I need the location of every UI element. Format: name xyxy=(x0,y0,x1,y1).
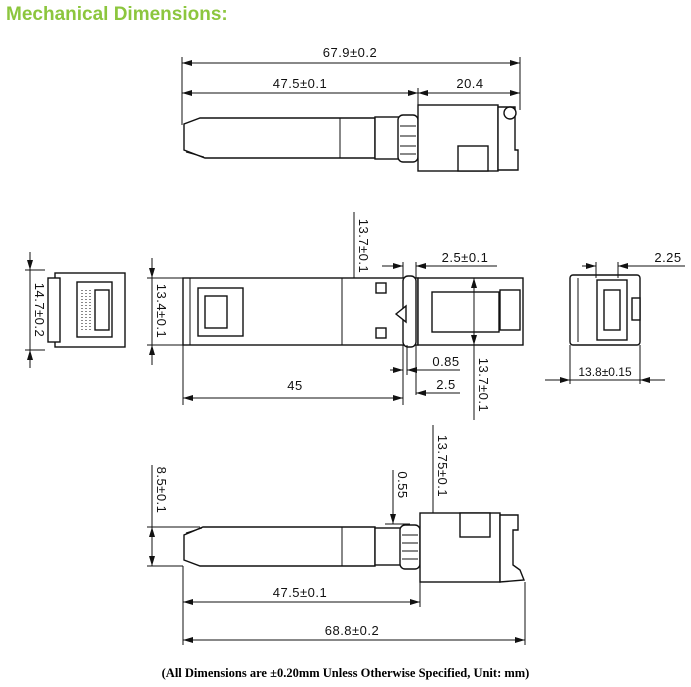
dim-label-overall-length: 67.9±0.2 xyxy=(323,45,378,60)
dim-label-head-length: 20.4 xyxy=(456,76,483,91)
dim-label-rear-offset: 2.25 xyxy=(654,250,681,265)
dim-label-overall-length-side: 68.8±0.2 xyxy=(325,623,380,638)
dim-label-gap-small: 0.85 xyxy=(432,354,459,369)
dim-label-rear-width: 13.8±0.15 xyxy=(578,365,632,379)
dim-label-gap-width: 2.5 xyxy=(436,377,456,392)
dim-label-body-thickness: 8.5±0.1 xyxy=(154,467,169,514)
front-end-view: 14.7±0.2 xyxy=(25,252,126,368)
dimension-note: (All Dimensions are ±0.20mm Unless Other… xyxy=(161,666,530,680)
dim-label-body-height: 13.4±0.1 xyxy=(154,284,169,339)
dim-label-collar-width: 2.5±0.1 xyxy=(442,250,489,265)
dim-label-head-height-side: 13.75±0.1 xyxy=(435,435,450,497)
dim-label-body-length: 47.5±0.1 xyxy=(273,76,328,91)
dim-label-body-length-45: 45 xyxy=(287,378,302,393)
side-view: 8.5±0.1 0.55 13.75±0.1 47.5±0.1 68.8±0.2 xyxy=(147,425,526,645)
dim-label-head-height: 13.7±0.1 xyxy=(476,358,491,413)
dim-label-end-height: 14.7±0.2 xyxy=(32,283,47,338)
dim-label-collar-height: 13.7±0.1 xyxy=(356,219,371,274)
dim-label-step: 0.55 xyxy=(395,471,410,498)
top-view: 67.9±0.2 47.5±0.1 20.4 xyxy=(181,45,521,172)
plan-view: 13.4±0.1 13.7±0.1 2.5±0.1 0.85 2.5 45 xyxy=(147,212,524,420)
rear-end-view: 2.25 13.8±0.15 xyxy=(545,250,685,384)
dim-label-body-length-side: 47.5±0.1 xyxy=(273,585,328,600)
page-title: Mechanical Dimensions: xyxy=(6,4,228,25)
